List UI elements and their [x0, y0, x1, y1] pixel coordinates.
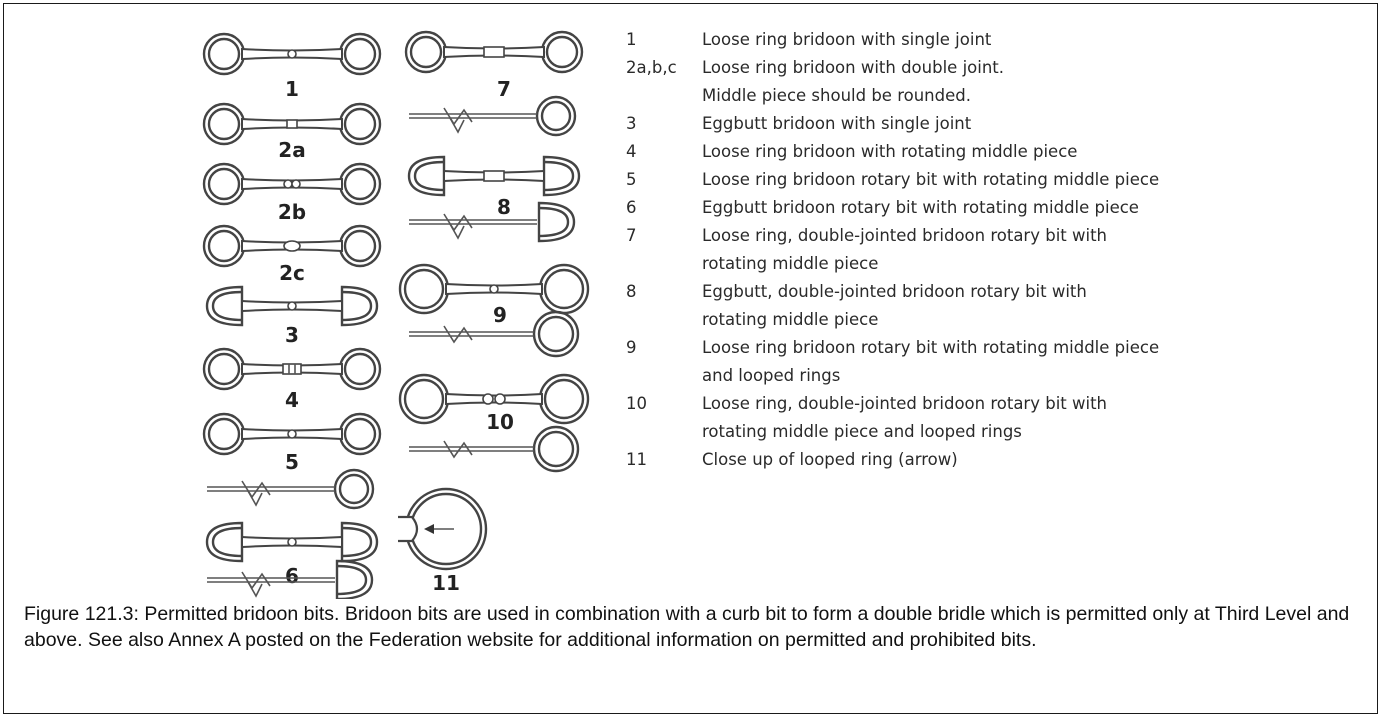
legend-text: Loose ring, double-jointed bridoon rotar… — [702, 226, 1107, 245]
bit-8-drawing — [407, 155, 581, 197]
legend-row: 1 Loose ring bridoon with single joint — [626, 26, 1366, 54]
legend-text: Loose ring bridoon with double joint. — [702, 58, 1005, 77]
bit-4-drawing — [202, 347, 382, 391]
legend-row: 4 Loose ring bridoon with rotating middle… — [626, 138, 1366, 166]
legend-key — [626, 82, 702, 110]
figure-frame: 1 2a 2b 2c 3 4 5 6 — [3, 3, 1378, 714]
bit-2b-drawing — [202, 162, 382, 206]
legend-row: 5 Loose ring bridoon rotary bit with rota… — [626, 166, 1366, 194]
bit-label: 11 — [432, 571, 460, 595]
legend-row: 3 Eggbutt bridoon with single joint — [626, 110, 1366, 138]
legend-row: 8 Eggbutt, double-jointed bridoon rotary … — [626, 278, 1366, 306]
legend-text: Loose ring bridoon rotary bit with rotat… — [702, 170, 1160, 189]
bit-11-looped-ring-drawing — [398, 487, 488, 571]
figure-caption: Figure 121.3: Permitted bridoon bits. Br… — [24, 603, 1350, 651]
bit-3-drawing — [205, 285, 379, 327]
bit-5-side-drawing — [205, 468, 375, 510]
bit-label: 7 — [497, 77, 511, 101]
legend-key — [626, 362, 702, 390]
legend-key — [626, 418, 702, 446]
bit-label: 4 — [285, 388, 299, 412]
bit-label: 8 — [497, 195, 511, 219]
legend-text: and looped rings — [702, 366, 841, 385]
bit-label: 2c — [279, 261, 305, 285]
bit-label: 9 — [493, 303, 507, 327]
legend-key: 7 — [626, 226, 637, 245]
bit-10-drawing — [398, 373, 590, 425]
legend-key: 11 — [626, 450, 647, 469]
legend-text: Eggbutt bridoon rotary bit with rotating… — [702, 198, 1139, 217]
legend-text: rotating middle piece — [702, 254, 879, 273]
legend-key: 2a,b,c — [626, 58, 677, 77]
legend-row: and looped rings — [626, 362, 1366, 390]
legend-row: 9 Loose ring bridoon rotary bit with rota… — [626, 334, 1366, 362]
bit-label: 1 — [285, 77, 299, 101]
legend-text: Eggbutt bridoon with single joint — [702, 114, 972, 133]
legend-row: rotating middle piece — [626, 250, 1366, 278]
bit-5-drawing — [202, 412, 382, 456]
bit-7-drawing — [404, 30, 584, 74]
legend-row: 2a,b,c Loose ring bridoon with double joi… — [626, 54, 1366, 82]
legend-key: 3 — [626, 114, 637, 133]
bit-7-side-drawing — [407, 95, 577, 137]
legend-text: rotating middle piece and looped rings — [702, 422, 1022, 441]
legend-row: 11 Close up of looped ring (arrow) — [626, 446, 1366, 474]
legend-text: Loose ring bridoon rotary bit with rotat… — [702, 338, 1160, 357]
legend-text: Eggbutt, double-jointed bridoon rotary b… — [702, 282, 1087, 301]
bit-6-drawing — [205, 521, 379, 563]
bit-label: 10 — [486, 410, 514, 434]
legend-row: rotating middle piece — [626, 306, 1366, 334]
bit-9-side-drawing — [409, 310, 580, 358]
bit-1-drawing — [202, 32, 382, 76]
legend-row: 6 Eggbutt bridoon rotary bit with rotatin… — [626, 194, 1366, 222]
legend-key — [626, 306, 702, 334]
bit-label: 2a — [278, 138, 305, 162]
bit-label: 6 — [285, 564, 299, 588]
legend-row: 10 Loose ring, double-jointed bridoon rot… — [626, 390, 1366, 418]
bridoon-bits-illustration: 1 2a 2b 2c 3 4 5 6 — [202, 30, 590, 599]
bit-label: 5 — [285, 450, 299, 474]
legend-text: Loose ring, double-jointed bridoon rotar… — [702, 394, 1107, 413]
legend-key: 4 — [626, 142, 637, 161]
legend-text: rotating middle piece — [702, 310, 879, 329]
bit-label: 3 — [285, 323, 299, 347]
legend-text: Loose ring bridoon with single joint — [702, 30, 992, 49]
legend-key: 1 — [626, 30, 637, 49]
legend-row: rotating middle piece and looped rings — [626, 418, 1366, 446]
bit-legend: 1 Loose ring bridoon with single joint 2a… — [626, 26, 1366, 474]
bit-2c-drawing — [202, 224, 382, 268]
legend-text: Loose ring bridoon with rotating middle … — [702, 142, 1078, 161]
legend-row: Middle piece should be rounded. — [626, 82, 1366, 110]
legend-key — [626, 250, 702, 278]
bit-label: 2b — [278, 200, 306, 224]
bit-8-side-drawing — [407, 201, 576, 243]
legend-row: 7 Loose ring, double-jointed bridoon rota… — [626, 222, 1366, 250]
legend-key: 6 — [626, 198, 637, 217]
legend-key: 5 — [626, 170, 637, 189]
legend-text: Middle piece should be rounded. — [702, 86, 971, 105]
bit-2a-drawing — [202, 102, 382, 146]
legend-key: 8 — [626, 282, 637, 301]
legend-text: Close up of looped ring (arrow) — [702, 450, 958, 469]
legend-key: 10 — [626, 394, 647, 413]
bit-10-side-drawing — [409, 425, 580, 473]
legend-key: 9 — [626, 338, 637, 357]
